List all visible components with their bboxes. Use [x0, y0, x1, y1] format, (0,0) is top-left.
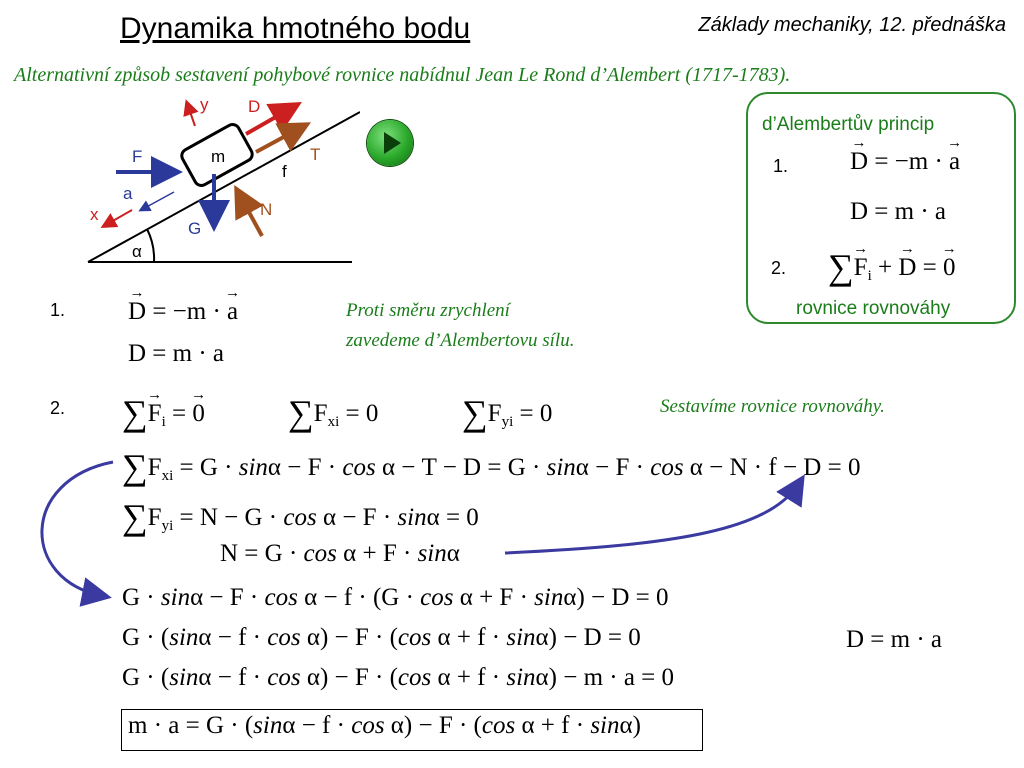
step-number-2: 2. — [50, 398, 66, 418]
incline-line — [87, 111, 360, 263]
normal-force-arrow — [234, 184, 264, 237]
x-label: x — [90, 205, 99, 224]
acceleration-arrow — [138, 191, 175, 212]
principle-eq-2: ∑Fi + D = 0 — [828, 246, 956, 288]
eq-2-x: ∑Fxi = 0 — [288, 393, 379, 433]
principle-footer: rovnice rovnováhy — [796, 298, 951, 319]
eq-2-vector: ∑Fi = 0 — [122, 392, 205, 434]
f-label: f — [282, 162, 287, 181]
note-2: Sestavíme rovnice rovnováhy. — [660, 396, 885, 417]
play-button[interactable] — [367, 120, 413, 166]
eq-1-scalar: D = m · a — [128, 340, 225, 367]
N-label: N — [260, 200, 272, 219]
curved-arrow-left — [40, 460, 114, 607]
principle-eq-1-scalar: D = m · a — [850, 198, 947, 225]
dalembert-force-arrow — [245, 102, 302, 136]
dalembert-principle-box — [746, 92, 1016, 324]
F-label: F — [132, 147, 142, 166]
principle-number-2: 2. — [771, 258, 787, 278]
a-label: a — [123, 184, 133, 203]
mass-label: m — [211, 147, 225, 166]
angle-arc — [146, 228, 156, 263]
principle-title: d’Alembertův princip — [762, 114, 935, 135]
alpha-label: α — [132, 242, 142, 261]
result-box — [121, 709, 703, 751]
D-label: D — [248, 97, 260, 116]
eq-sum-x-expanded: ∑Fxi = G · sinα − F · cos α − T − D = G … — [122, 447, 861, 487]
curved-arrow-right — [504, 474, 805, 555]
lecture-subtitle: Základy mechaniky, 12. přednáška — [698, 14, 1006, 36]
note-1-line-2: zavedeme d’Alembertovu sílu. — [346, 330, 575, 351]
eq-D-side: D = m · a — [846, 626, 943, 653]
eq-substituted-1: G · sinα − F · cos α − f · (G · cos α + … — [122, 584, 669, 611]
T-label: T — [310, 145, 320, 164]
y-axis-arrow — [183, 99, 199, 127]
principle-eq-1-vector: D = −m · a — [850, 148, 960, 176]
intro-text: Alternativní způsob sestavení pohybové r… — [14, 64, 791, 86]
page-title: Dynamika hmotného bodu — [120, 12, 471, 45]
eq-normal-force: N = G · cos α + F · sinα — [220, 540, 460, 567]
friction-force-arrow — [255, 122, 312, 154]
eq-final-result: m · a = G · (sinα − f · cos α) − F · (co… — [128, 712, 641, 739]
note-1-line-1: Proti směru zrychlení — [346, 300, 510, 321]
G-label: G — [188, 219, 201, 238]
inclined-plane-diagram: α m y D T f F a x G N — [87, 95, 360, 263]
x-axis-arrow — [100, 209, 133, 228]
principle-number-1: 1. — [773, 156, 789, 176]
step-number-1: 1. — [50, 300, 66, 320]
eq-1-vector: D = −m · a — [128, 298, 238, 326]
eq-substituted-3: G · (sinα − f · cos α) − F · (cos α + f … — [122, 664, 675, 691]
eq-2-y: ∑Fyi = 0 — [462, 393, 553, 433]
eq-substituted-2: G · (sinα − f · cos α) − F · (cos α + f … — [122, 624, 641, 651]
eq-sum-y-expanded: ∑Fyi = N − G · cos α − F · sinα = 0 — [122, 497, 479, 537]
mass-block — [180, 123, 254, 187]
y-label: y — [200, 95, 209, 114]
